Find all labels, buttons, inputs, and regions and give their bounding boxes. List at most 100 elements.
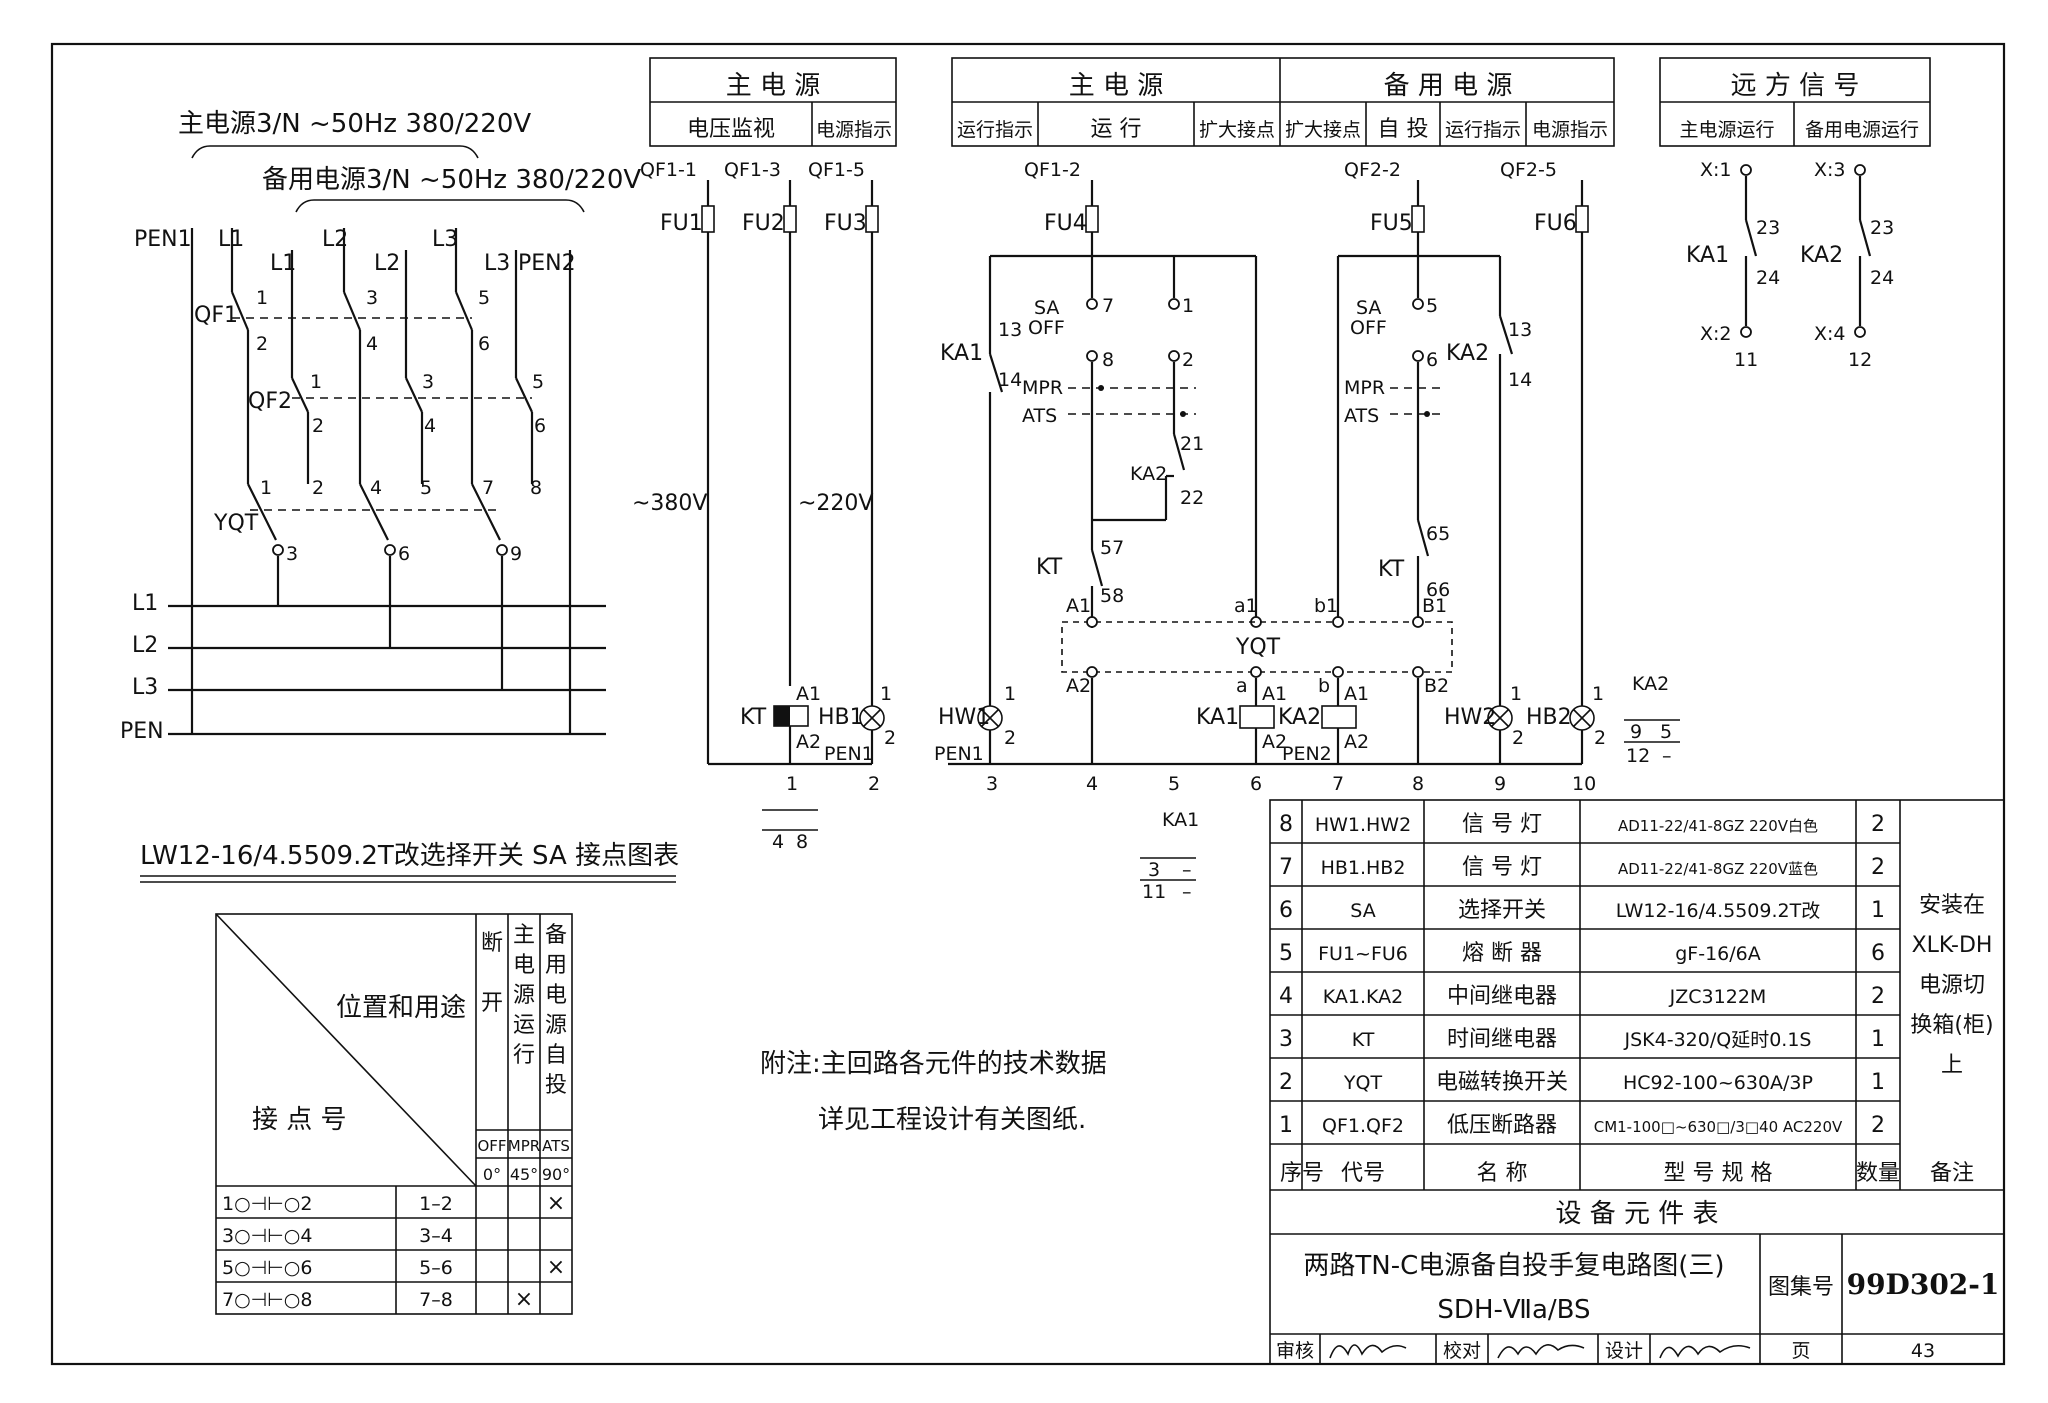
title-block: 两路TN-C电源备自投手复电路图(三) SDH-Ⅶa/BS 图集号 99D302… bbox=[1270, 1234, 2004, 1364]
sa-contact-1: 1 bbox=[1182, 295, 1194, 317]
equipment-code: HB1.HB2 bbox=[1321, 857, 1406, 879]
equipment-model: AD11-22/41-8GZ 220V白色 bbox=[1618, 817, 1818, 835]
sa-col-head-1-3: 运 bbox=[513, 1013, 535, 1038]
node-3-label: 3 bbox=[986, 773, 998, 795]
hb2-pin-1: 1 bbox=[1592, 683, 1604, 705]
yqt-a-label: a bbox=[1236, 675, 1248, 697]
yqt-b-label: b bbox=[1318, 675, 1330, 697]
equipment-no: 7 bbox=[1279, 855, 1293, 880]
equipment-model: AD11-22/41-8GZ 220V蓝色 bbox=[1618, 860, 1818, 878]
reviewer-signature bbox=[1329, 1344, 1407, 1359]
hb1-lamp-label: HB1 bbox=[818, 705, 864, 730]
sa-mode-ats: ATS bbox=[542, 1137, 570, 1155]
ka2-legend-12: 12 bbox=[1626, 745, 1650, 767]
design-label: 设计 bbox=[1605, 1340, 1643, 1362]
hw1-pin-2: 2 bbox=[1004, 727, 1016, 749]
yqt-b1-small-label: b1 bbox=[1314, 595, 1338, 617]
qf2-terminal-1: 1 bbox=[310, 371, 322, 393]
ka1-legend-dash-1: – bbox=[1182, 859, 1192, 881]
sa-table-title: LW12-16/4.5509.2T改选择开关 SA 接点图表 bbox=[140, 841, 679, 871]
equipment-remark-line: 安装在 bbox=[1919, 893, 1985, 918]
qf2-2-label: QF2-2 bbox=[1344, 159, 1401, 181]
sa-col-head-2-2: 电 bbox=[545, 983, 567, 1008]
header-source-indication-2: 电源指示 bbox=[1532, 119, 1608, 141]
ka2-a2-label: A2 bbox=[1344, 731, 1369, 753]
sa-row-mark: × bbox=[515, 1287, 533, 1312]
sa-angle-0: 0° bbox=[483, 1165, 501, 1184]
note-line-2: 详见工程设计有关图纸. bbox=[818, 1105, 1086, 1135]
kt-legend-8: 8 bbox=[796, 831, 808, 853]
header-run-indication-2: 运行指示 bbox=[1445, 119, 1521, 141]
eq-head-no: 序号 bbox=[1280, 1161, 1324, 1186]
equipment-qty: 2 bbox=[1871, 984, 1885, 1009]
sa-col-head-0-1: 开 bbox=[481, 991, 503, 1016]
node-1-label: 1 bbox=[786, 773, 798, 795]
hb2-pin-2: 2 bbox=[1594, 727, 1606, 749]
equipment-code: FU1~FU6 bbox=[1318, 943, 1408, 965]
yqt-terminal-9: 9 bbox=[510, 543, 522, 565]
sa-row-pair: 7–8 bbox=[419, 1289, 453, 1311]
yqt-terminal-1: 1 bbox=[260, 477, 272, 499]
review-label: 审核 bbox=[1276, 1340, 1314, 1362]
sa-label-1: SA bbox=[1034, 297, 1059, 319]
equipment-no: 1 bbox=[1279, 1113, 1293, 1138]
hw2-pin-1: 1 bbox=[1510, 683, 1522, 705]
hb1-pin-1: 1 bbox=[880, 683, 892, 705]
yqt-terminal-5: 5 bbox=[420, 477, 432, 499]
node-10-label: 10 bbox=[1572, 773, 1596, 795]
x2-terminal-label: X:2 bbox=[1700, 323, 1732, 345]
qf1-terminal-3: 3 bbox=[366, 287, 378, 309]
drawing-subtitle: SDH-Ⅶa/BS bbox=[1437, 1295, 1590, 1325]
voltage-380-label: ~380V bbox=[632, 491, 707, 516]
yqt-label: YQT bbox=[213, 511, 259, 536]
fu5-label: FU5 bbox=[1370, 211, 1413, 236]
equipment-name: 中间继电器 bbox=[1447, 984, 1557, 1009]
l2-backup-label: L2 bbox=[374, 251, 400, 276]
equipment-code: KA1.KA2 bbox=[1323, 986, 1403, 1008]
sa-col-head-0-0: 断 bbox=[481, 931, 503, 956]
kt-coil-label: KT bbox=[740, 705, 767, 730]
ka2-21-label: 21 bbox=[1180, 433, 1204, 455]
equipment-qty: 2 bbox=[1871, 855, 1885, 880]
ka2-24-label: 24 bbox=[1870, 267, 1894, 289]
qf1-1-label: QF1-1 bbox=[640, 159, 697, 181]
equipment-no: 3 bbox=[1279, 1027, 1293, 1052]
sa-ats-label-2: ATS bbox=[1344, 405, 1379, 427]
ka1-24-label: 24 bbox=[1756, 267, 1780, 289]
ka2-nc-label: KA2 bbox=[1130, 463, 1167, 485]
eq-head-name: 名 称 bbox=[1477, 1161, 1528, 1186]
hw2-lamp-label: HW2 bbox=[1444, 705, 1496, 730]
control-circuit: QF1-1 QF1-3 QF1-5 FU1 FU2 FU3 ~380V ~220… bbox=[632, 159, 1894, 903]
sa-contact-7: 7 bbox=[1102, 295, 1114, 317]
ka2-23-label: 23 bbox=[1870, 217, 1894, 239]
equipment-name: 时间继电器 bbox=[1447, 1027, 1557, 1052]
ka2-legend-dash: – bbox=[1662, 745, 1672, 767]
kt-contact-label-2: KT bbox=[1378, 557, 1405, 582]
equipment-remark-line: 换箱(柜) bbox=[1910, 1013, 1993, 1038]
yqt-a2-label: A2 bbox=[1066, 675, 1091, 697]
header-run: 运 行 bbox=[1091, 117, 1142, 142]
fu1-label: FU1 bbox=[660, 211, 703, 236]
qf1-3-label: QF1-3 bbox=[724, 159, 781, 181]
sa-col-head-2-5: 投 bbox=[545, 1073, 567, 1098]
equipment-remark-line: 上 bbox=[1941, 1053, 1963, 1078]
ka1-a1-label: A1 bbox=[1262, 683, 1287, 705]
equipment-code: YQT bbox=[1343, 1072, 1383, 1094]
qf2-5-label: QF2-5 bbox=[1500, 159, 1557, 181]
equipment-model: LW12-16/4.5509.2T改 bbox=[1616, 900, 1820, 922]
node-2-label: 2 bbox=[868, 773, 880, 795]
column-headers: 主 电 源 电压监视 电源指示 主 电 源 备 用 电 源 运行指示 运 行 扩… bbox=[649, 57, 1931, 147]
header-backup-source: 备 用 电 源 bbox=[1384, 71, 1513, 101]
qf2-terminal-2: 2 bbox=[312, 415, 324, 437]
drawing-frame bbox=[50, 42, 2006, 1366]
equipment-code: SA bbox=[1350, 900, 1375, 922]
atlas-label: 图集号 bbox=[1768, 1275, 1834, 1300]
ka2-contact-label: KA2 bbox=[1446, 341, 1489, 366]
header-voltage-monitor: 电压监视 bbox=[687, 117, 775, 142]
pen2-ctrl-label: PEN2 bbox=[1282, 743, 1332, 765]
sa-mode-off: OFF bbox=[477, 1137, 506, 1155]
ka2-legend-label: KA2 bbox=[1632, 673, 1669, 695]
kt-a2-label: A2 bbox=[796, 731, 821, 753]
